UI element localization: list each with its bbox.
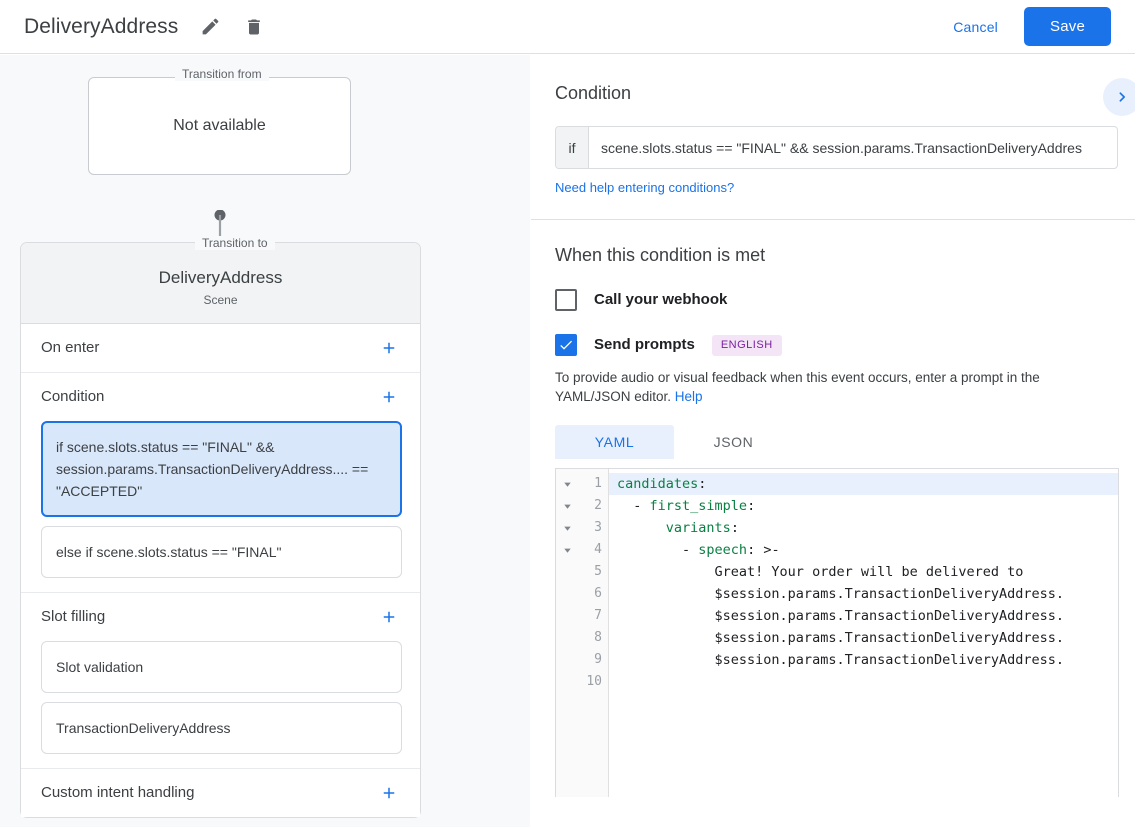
section-header-slot-filling[interactable]: Slot filling — [21, 593, 420, 641]
section-header-custom-intent[interactable]: Custom intent handling — [21, 769, 420, 817]
language-badge: ENGLISH — [711, 334, 782, 356]
code-line[interactable]: $session.params.TransactionDeliveryAddre… — [617, 586, 1065, 602]
fold-spacer — [556, 649, 578, 671]
code-line[interactable]: Great! Your order will be delivered to — [617, 564, 1024, 580]
section-body-condition: if scene.slots.status == "FINAL" && sess… — [21, 421, 420, 592]
details-panel: Condition if Need help entering conditio… — [531, 55, 1135, 827]
editor-line-numbers: 1 2 3 4 5 6 7 8 9 10 — [578, 469, 609, 797]
fold-spacer — [556, 627, 578, 649]
pencil-icon[interactable] — [192, 9, 228, 45]
line-number: 6 — [594, 586, 602, 601]
section-body-slot-filling: Slot validation TransactionDeliveryAddre… — [21, 641, 420, 768]
scene-section-slot-filling: Slot filling Slot validation Transaction… — [21, 593, 420, 769]
condition-chip[interactable]: else if scene.slots.status == "FINAL" — [41, 526, 402, 578]
code-line[interactable]: $session.params.TransactionDeliveryAddre… — [617, 608, 1065, 624]
line-number: 7 — [594, 608, 602, 623]
transition-to-title: DeliveryAddress — [158, 268, 283, 287]
scene-section-custom-intent: Custom intent handling — [21, 769, 420, 817]
line-number: 10 — [586, 674, 602, 689]
code-line[interactable]: variants: — [665, 520, 739, 536]
section-title: Slot filling — [41, 608, 106, 625]
fold-toggle-icon[interactable] — [556, 473, 578, 495]
line-number: 8 — [594, 630, 602, 645]
transition-canvas: Not available Transition from Transition… — [0, 55, 530, 827]
chevron-right-icon[interactable] — [1103, 78, 1135, 116]
line-number: 4 — [594, 542, 602, 557]
condition-block: Condition if Need help entering conditio… — [531, 55, 1135, 220]
scene-section-on-enter: On enter — [21, 324, 420, 373]
send-prompts-row[interactable]: Send prompts ENGLISH — [555, 334, 1118, 356]
condition-chip-selected[interactable]: if scene.slots.status == "FINAL" && sess… — [41, 421, 402, 517]
fold-toggle-icon[interactable] — [556, 517, 578, 539]
fold-toggle-icon[interactable] — [556, 539, 578, 561]
prompts-help-link[interactable]: Help — [674, 389, 703, 404]
code-line[interactable]: - speech: >- — [617, 542, 780, 558]
code-line[interactable]: - first_simple: — [617, 498, 756, 514]
scene-section-condition: Condition if scene.slots.status == "FINA… — [21, 373, 420, 593]
fold-toggle-icon[interactable] — [556, 495, 578, 517]
transition-to-legend: Transition to — [195, 236, 275, 250]
prompts-description: To provide audio or visual feedback when… — [555, 368, 1118, 406]
condition-input[interactable] — [589, 127, 1117, 168]
code-line[interactable]: $session.params.TransactionDeliveryAddre… — [617, 630, 1065, 646]
line-number: 1 — [594, 476, 602, 491]
fold-spacer — [556, 583, 578, 605]
section-header-on-enter[interactable]: On enter — [21, 324, 420, 372]
code-line[interactable]: candidates: — [609, 473, 1118, 495]
add-slot-filling-button[interactable] — [376, 604, 402, 630]
condition-help-link[interactable]: Need help entering conditions? — [555, 180, 735, 195]
page-title: DeliveryAddress — [24, 14, 179, 38]
yaml-code-editor[interactable]: 1 2 3 4 5 6 7 8 9 10 candidates: - first_simple: … — [555, 468, 1119, 797]
prompts-description-text: To provide audio or visual feedback when… — [555, 370, 1040, 404]
editor-fold-column — [556, 469, 578, 797]
transition-from-legend: Transition from — [175, 67, 269, 81]
code-line[interactable] — [609, 671, 1118, 693]
slot-chip[interactable]: TransactionDeliveryAddress — [41, 702, 402, 754]
line-number: 5 — [594, 564, 602, 579]
section-title: Custom intent handling — [41, 784, 195, 801]
editor-format-tabs: YAML JSON — [555, 425, 1118, 459]
section-title: Condition — [41, 388, 105, 405]
fold-spacer — [556, 561, 578, 583]
line-number: 9 — [594, 652, 602, 667]
send-prompts-checkbox[interactable] — [555, 334, 577, 356]
line-number: 3 — [594, 520, 602, 535]
section-title: On enter — [41, 339, 100, 356]
transition-to-node: Transition to DeliveryAddress Scene On e… — [20, 236, 421, 818]
when-condition-met-block: When this condition is met Call your web… — [531, 220, 1135, 797]
tab-yaml[interactable]: YAML — [555, 425, 674, 459]
transition-to-subtitle: Scene — [203, 293, 238, 307]
call-webhook-checkbox[interactable] — [555, 289, 577, 311]
top-app-bar: DeliveryAddress Cancel Save — [0, 0, 1135, 54]
add-condition-button[interactable] — [376, 384, 402, 410]
add-on-enter-button[interactable] — [376, 335, 402, 361]
condition-input-row: if — [555, 126, 1118, 169]
if-label: if — [556, 127, 589, 168]
transition-to-header[interactable]: DeliveryAddress Scene — [21, 243, 420, 324]
condition-heading: Condition — [555, 83, 632, 103]
fold-spacer — [556, 605, 578, 627]
code-line[interactable]: $session.params.TransactionDeliveryAddre… — [617, 652, 1065, 668]
section-header-condition[interactable]: Condition — [21, 373, 420, 421]
tab-json[interactable]: JSON — [713, 434, 754, 450]
trash-icon[interactable] — [236, 9, 272, 45]
fold-spacer — [556, 671, 578, 693]
slot-validation-chip[interactable]: Slot validation — [41, 641, 402, 693]
when-met-heading: When this condition is met — [555, 245, 766, 265]
transition-from-text: Not available — [173, 117, 266, 134]
cancel-button[interactable]: Cancel — [939, 10, 1012, 44]
send-prompts-label: Send prompts — [594, 336, 695, 353]
call-webhook-row[interactable]: Call your webhook — [555, 289, 1118, 311]
save-button[interactable]: Save — [1024, 7, 1111, 46]
transition-from-node[interactable]: Not available — [88, 77, 351, 175]
add-custom-intent-button[interactable] — [376, 780, 402, 806]
line-number: 2 — [594, 498, 602, 513]
call-webhook-label: Call your webhook — [594, 291, 728, 308]
editor-code-area[interactable]: candidates: - first_simple: variants: - … — [609, 469, 1118, 797]
